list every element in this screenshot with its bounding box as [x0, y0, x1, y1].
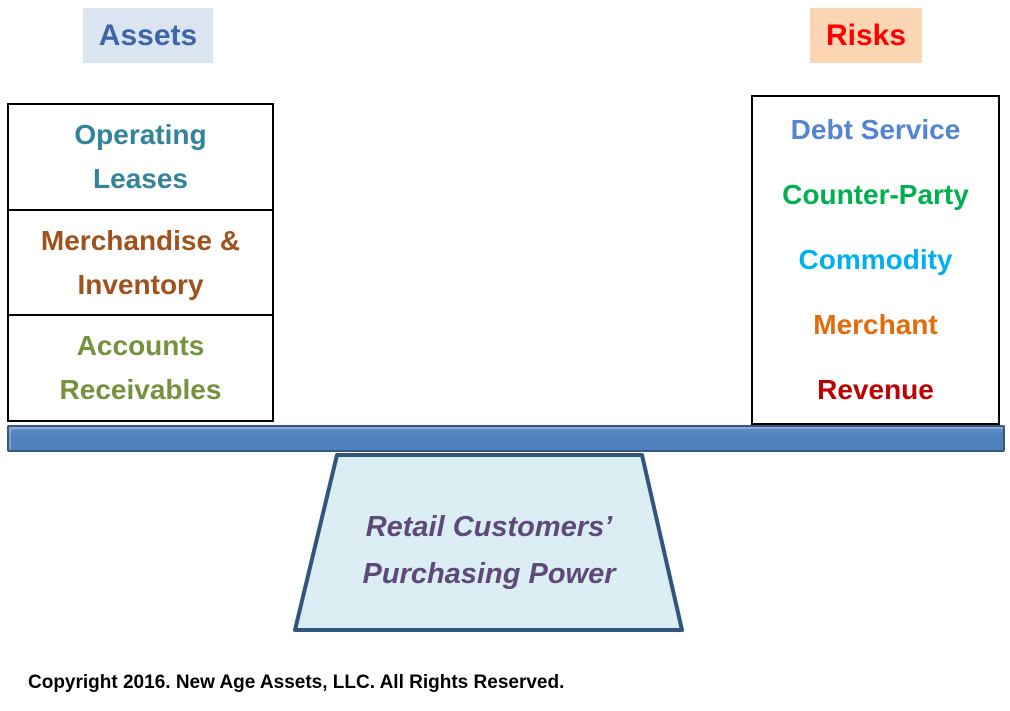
asset-item-label-line: Operating	[74, 118, 207, 150]
trapezoid-shape	[293, 453, 684, 632]
fulcrum: Retail Customers’ Purchasing Power	[291, 451, 687, 634]
fulcrum-label: Retail Customers’ Purchasing Power	[291, 451, 687, 634]
risks-header-label: Risks	[825, 18, 907, 52]
risk-item-commodity: Commodity	[798, 243, 953, 275]
risk-item-merchant: Merchant	[813, 309, 938, 341]
risk-item-debt-service: Debt Service	[790, 113, 961, 145]
asset-item-label-line: Inventory	[77, 268, 204, 300]
assets-header-label: Assets	[98, 18, 198, 52]
fulcrum-label-line2: Purchasing Power	[362, 557, 616, 590]
fulcrum-label-line1: Retail Customers’	[365, 510, 613, 543]
assets-header: Assets	[83, 8, 213, 63]
trapezoid-polygon	[293, 453, 684, 632]
balance-beam	[7, 425, 1005, 452]
asset-item-operating-leases: Operating Leases	[9, 105, 272, 209]
asset-item-accounts-receivables: Accounts Receivables	[9, 314, 272, 420]
asset-item-label-line: Accounts	[76, 330, 205, 362]
copyright-text: Copyright 2016. New Age Assets, LLC. All…	[28, 672, 565, 693]
asset-item-merchandise-inventory: Merchandise & Inventory	[9, 208, 272, 315]
asset-item-label-line: Merchandise &	[40, 224, 241, 256]
risk-item-counter-party: Counter-Party	[782, 178, 969, 210]
risks-header: Risks	[810, 8, 922, 63]
risks-box: Debt Service Counter-Party Commodity Mer…	[751, 95, 1000, 425]
risk-item-revenue: Revenue	[817, 374, 934, 406]
asset-item-label-line: Leases	[93, 162, 188, 194]
assets-box: Operating Leases Merchandise & Inventory…	[7, 103, 274, 422]
asset-item-label-line: Receivables	[59, 374, 222, 406]
